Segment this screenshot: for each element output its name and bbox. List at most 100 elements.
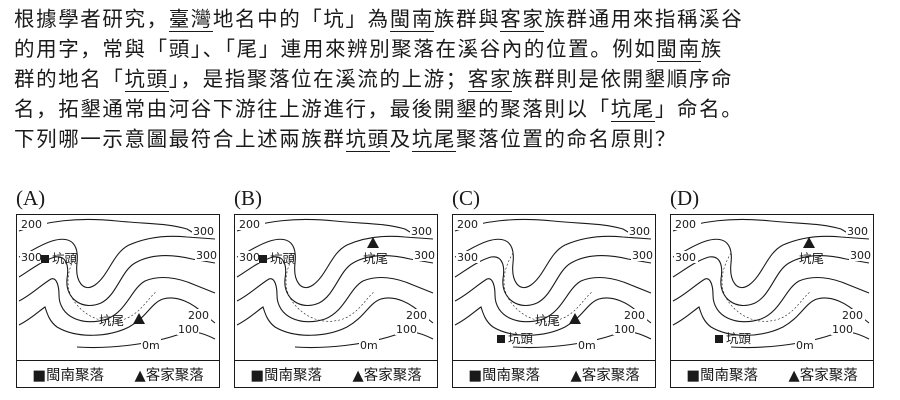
contour-label-300: 300 bbox=[629, 225, 650, 238]
question-segment: 地名中的「坑」為 bbox=[212, 7, 390, 31]
map-legend: ■閩南聚落▲客家聚落 bbox=[453, 360, 655, 387]
contour-line bbox=[672, 235, 870, 289]
contour-line bbox=[454, 297, 652, 336]
legend-minnan: ■閩南聚落 bbox=[32, 367, 104, 384]
contour-line bbox=[454, 254, 652, 306]
contour-label-200: 200 bbox=[624, 309, 645, 322]
contour-line bbox=[236, 297, 434, 336]
settlement-label: 坑頭 bbox=[52, 251, 78, 266]
contour-label-300: 300 bbox=[21, 251, 42, 264]
underlined-term: 客家 bbox=[467, 67, 513, 92]
map-legend: ■閩南聚落▲客家聚落 bbox=[235, 360, 437, 387]
contour-label-300: 300 bbox=[457, 251, 478, 264]
option-label: (C) bbox=[452, 186, 480, 210]
contour-label-300: 300 bbox=[193, 225, 214, 238]
contour-label-0m: 0m bbox=[796, 339, 814, 352]
contour-label-0m: 0m bbox=[142, 339, 160, 352]
answer-options: (A) 200 300 300 300 200 100 0m 坑頭 坑尾 bbox=[16, 186, 888, 396]
question-segment: 族群通用來指稱溪谷 bbox=[544, 7, 744, 31]
question-text: 根據學者研究，臺灣地名中的「坑」為閩南族群與客家族群通用來指稱溪谷的用字，常與「… bbox=[14, 4, 894, 154]
contour-line bbox=[18, 254, 216, 306]
contour-label-200: 200 bbox=[21, 218, 42, 231]
question-line: 下列哪一示意圖最符合上述兩族群坑頭及坑尾聚落位置的命名原則？ bbox=[14, 124, 894, 154]
underlined-term: 客家 bbox=[500, 7, 545, 32]
map-frame: 200 300 300 300 200 100 0m 坑頭 坑尾 ■閩南聚落 ▲客… bbox=[670, 214, 874, 388]
contour-line bbox=[730, 331, 870, 349]
underlined-term: 閩南 bbox=[389, 7, 434, 32]
hakka-settlement: 坑尾 bbox=[535, 313, 581, 328]
option-d[interactable]: (D) 200 300 300 300 200 100 0m 坑頭 坑尾 bbox=[670, 186, 878, 394]
contour-line bbox=[236, 276, 434, 323]
minnan-settlement: 坑頭 bbox=[497, 331, 534, 346]
contour-label-300: 300 bbox=[414, 249, 435, 262]
map-legend: ■閩南聚落▲客家聚落 bbox=[17, 360, 219, 387]
settlement-label: 坑尾 bbox=[99, 313, 124, 328]
minnan-settlement: 坑頭 bbox=[41, 251, 78, 266]
contour-map: 200 300 300 300 200 100 0m 坑頭 坑尾 bbox=[236, 218, 435, 352]
minnan-settlement: 坑頭 bbox=[715, 331, 752, 346]
underlined-term: 坑尾 bbox=[610, 97, 655, 122]
map-legend: ■閩南聚落 ▲客家聚落 bbox=[671, 360, 873, 387]
contour-line bbox=[294, 331, 434, 349]
contour-line bbox=[512, 331, 652, 349]
contour-line bbox=[236, 254, 434, 306]
question-segment: 族 bbox=[700, 37, 723, 61]
contour-label-100: 100 bbox=[832, 323, 853, 336]
map-frame: 200 300 300 300 200 100 0m 坑頭 坑尾 ■閩南聚落▲客… bbox=[452, 214, 656, 388]
question-segment: 下列哪一示意圖最符合上述兩族群 bbox=[14, 127, 346, 151]
legend-minnan: ■閩南聚落 bbox=[686, 367, 758, 384]
contour-label-200: 200 bbox=[842, 309, 863, 322]
option-c[interactable]: (C) 200 300 300 300 200 100 0m 坑頭 坑尾 bbox=[452, 186, 660, 394]
contour-label-100: 100 bbox=[178, 323, 199, 336]
contour-line bbox=[18, 235, 216, 289]
contour-label-200: 200 bbox=[406, 309, 427, 322]
contour-map: 200 300 300 300 200 100 0m 坑頭 坑尾 bbox=[454, 218, 653, 352]
option-label: (D) bbox=[670, 186, 700, 210]
question-segment: 聚落位置的命名原則？ bbox=[456, 127, 678, 151]
hakka-settlement: 坑尾 bbox=[799, 237, 824, 266]
underlined-term: 坑頭 bbox=[124, 67, 169, 92]
contour-line bbox=[454, 235, 652, 289]
contour-label-300: 300 bbox=[632, 249, 653, 262]
hakka-settlement: 坑尾 bbox=[363, 237, 388, 266]
minnan-settlement: 坑頭 bbox=[259, 251, 296, 266]
river-line bbox=[285, 252, 376, 322]
contour-line bbox=[76, 331, 216, 349]
river-line bbox=[503, 252, 594, 322]
legend-hakka: ▲客家聚落 bbox=[788, 367, 858, 384]
contour-label-200: 200 bbox=[239, 218, 260, 231]
option-a[interactable]: (A) 200 300 300 300 200 100 0m 坑頭 坑尾 bbox=[16, 186, 224, 394]
map-frame: 200 300 300 300 200 100 0m 坑頭 坑尾 ■閩南聚落▲客… bbox=[16, 214, 220, 388]
settlement-label: 坑尾 bbox=[799, 251, 824, 266]
contour-label-100: 100 bbox=[614, 323, 635, 336]
contour-label-100: 100 bbox=[396, 323, 417, 336]
contour-label-300: 300 bbox=[196, 249, 217, 262]
contour-line bbox=[672, 254, 870, 306]
option-b[interactable]: (B) 200 300 300 300 200 100 0m 坑頭 坑尾 bbox=[234, 186, 442, 394]
contour-line bbox=[18, 297, 216, 336]
hakka-settlement: 坑尾 bbox=[99, 313, 145, 328]
legend-hakka: ▲客家聚落 bbox=[570, 367, 640, 384]
contour-line bbox=[236, 235, 434, 289]
contour-label-300: 300 bbox=[850, 249, 871, 262]
river-line bbox=[721, 252, 812, 322]
contour-line bbox=[454, 276, 652, 323]
settlement-label: 坑尾 bbox=[363, 251, 388, 266]
contour-label-300: 300 bbox=[239, 251, 260, 264]
underlined-term: 坑頭 bbox=[345, 127, 390, 152]
contour-map: 200 300 300 300 200 100 0m 坑頭 坑尾 bbox=[18, 218, 217, 352]
contour-label-300: 300 bbox=[675, 251, 696, 264]
contour-line bbox=[672, 276, 870, 323]
question-segment: 族群與 bbox=[433, 7, 501, 31]
question-segment: 族群則是依開墾順序命 bbox=[512, 67, 734, 91]
contour-label-200: 200 bbox=[188, 309, 209, 322]
underlined-term: 坑尾 bbox=[411, 127, 457, 152]
contour-label-0m: 0m bbox=[360, 339, 378, 352]
contour-map: 200 300 300 300 200 100 0m 坑頭 坑尾 bbox=[672, 218, 871, 352]
question-segment: 根據學者研究， bbox=[14, 7, 169, 31]
settlement-label: 坑頭 bbox=[270, 251, 296, 266]
settlement-label: 坑頭 bbox=[508, 331, 534, 346]
contour-line bbox=[672, 297, 870, 336]
contour-line bbox=[18, 276, 216, 323]
contour-label-0m: 0m bbox=[578, 339, 596, 352]
